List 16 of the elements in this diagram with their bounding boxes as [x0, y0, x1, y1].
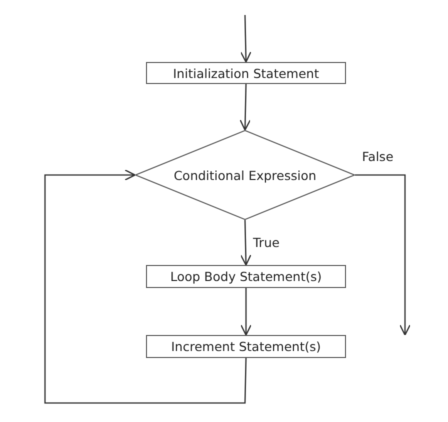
arrow: [240, 84, 251, 131]
node-label: Conditional Expression: [174, 168, 316, 182]
edge-label: True: [251, 235, 282, 250]
arrow: [44, 169, 247, 404]
decision-diamond: [135, 130, 355, 220]
node-label: Increment Statement(s): [171, 339, 321, 354]
arrow: [240, 220, 252, 266]
node-label: Loop Body Statement(s): [170, 269, 322, 284]
process-box: [146, 62, 346, 84]
node-label: Initialization Statement: [173, 66, 319, 80]
process-box: [146, 265, 346, 288]
arrow: [240, 288, 252, 336]
process-box: [146, 335, 346, 358]
arrow: [355, 174, 411, 336]
arrow: [240, 14, 252, 63]
edge-label: False: [360, 149, 396, 164]
